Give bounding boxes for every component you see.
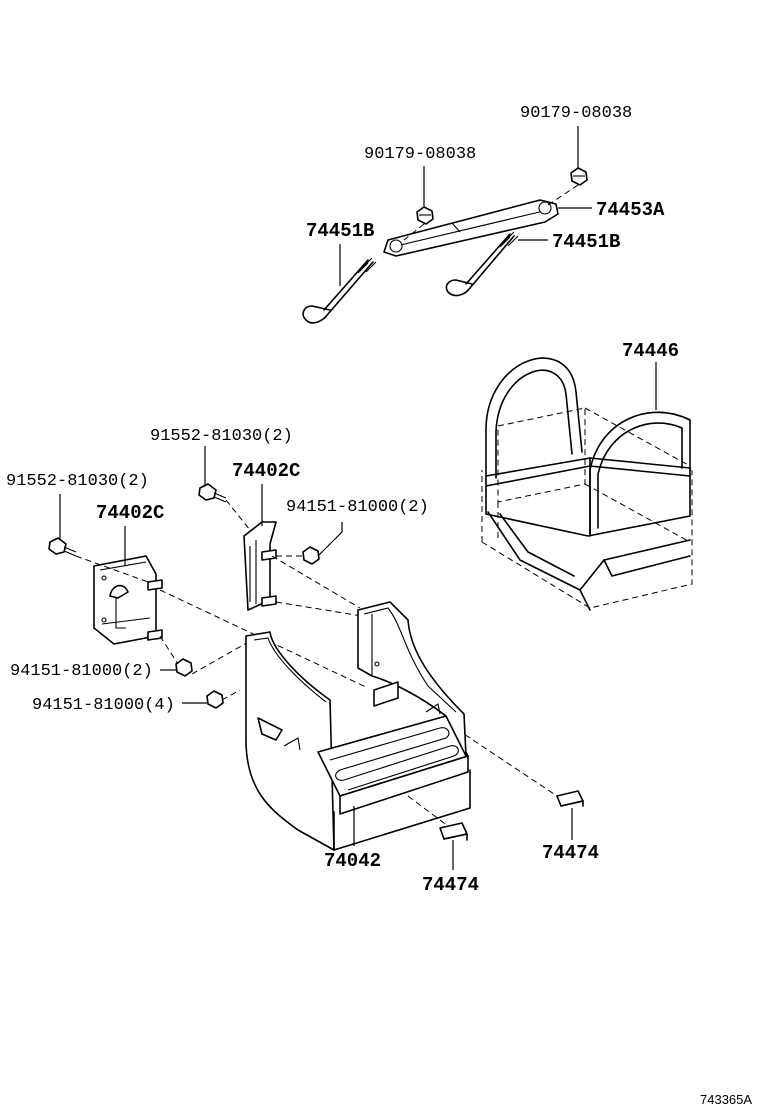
leader-lines: [59, 126, 657, 870]
hook-rod-right: [445, 231, 519, 297]
label-bolt-left: 91552-81030(2): [6, 472, 149, 491]
battery-cover: [481, 357, 693, 611]
label-bracket-upper: 74402C: [232, 460, 300, 482]
label-bolt-upper: 91552-81030(2): [150, 427, 293, 446]
nut-left-b: [206, 690, 224, 709]
label-nut-left-b: 94151-81000(4): [32, 696, 175, 715]
battery-clamp: [383, 199, 559, 257]
hook-rod-left: [302, 257, 377, 324]
label-tray: 74042: [324, 850, 381, 872]
bolt-upper: [198, 483, 227, 503]
nut-top-left: [416, 206, 434, 225]
label-rod-left: 74451B: [306, 220, 374, 242]
battery-clamp-assembly: [302, 167, 588, 324]
bracket-left: [93, 555, 163, 645]
label-nut-top-left: 90179-08038: [364, 145, 476, 164]
label-nut-upper-right: 94151-81000(2): [286, 498, 429, 517]
label-nut-left-a: 94151-81000(2): [10, 662, 153, 681]
bracket-upper: [243, 521, 277, 611]
label-bracket-left: 74402C: [96, 502, 164, 524]
pad-lower: [439, 822, 468, 841]
label-pad-right: 74474: [542, 842, 599, 864]
label-clamp: 74453A: [596, 199, 665, 221]
reference-code: 743365A: [700, 1092, 752, 1107]
label-nut-top-right: 90179-08038: [520, 104, 632, 123]
nut-left-a: [175, 658, 193, 677]
bolt-left: [48, 537, 77, 557]
pad-right: [556, 790, 584, 807]
nut-top-right: [570, 167, 588, 186]
part-labels: 90179-08038 90179-08038 74453A 74451B 74…: [6, 104, 752, 1107]
label-cover: 74446: [622, 340, 679, 362]
nut-upper-right: [302, 546, 320, 565]
label-rod-right: 74451B: [552, 231, 620, 253]
battery-tray: [245, 601, 471, 851]
label-pad-lower: 74474: [422, 874, 479, 896]
